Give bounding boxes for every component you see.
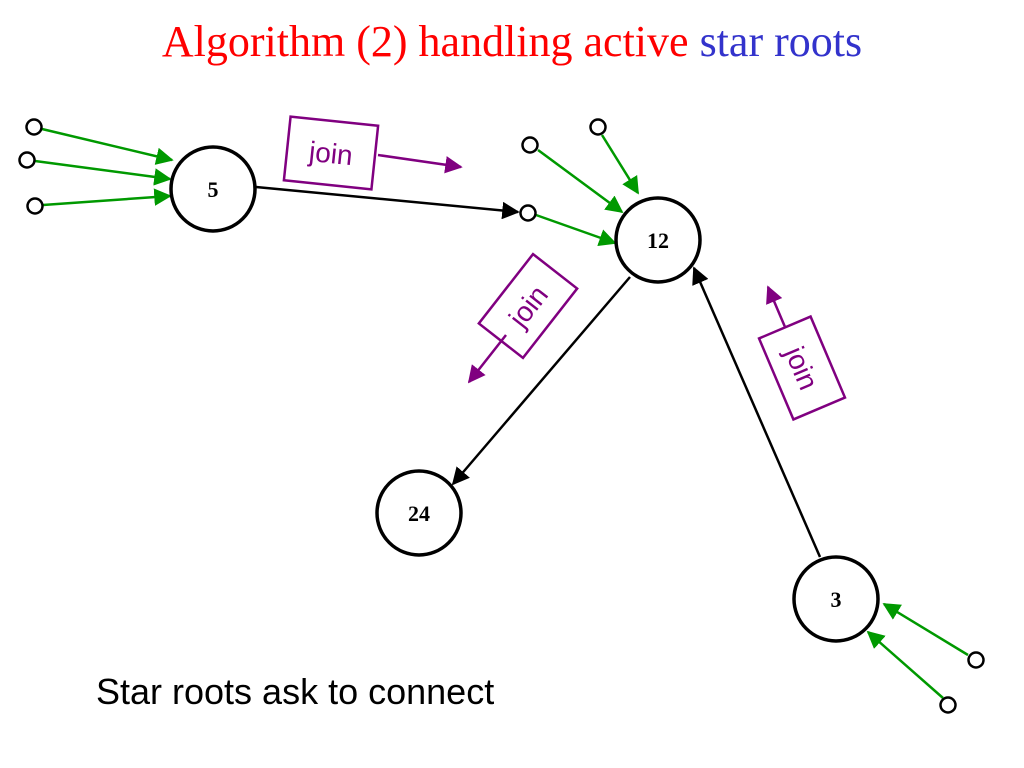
- slide-caption: Star roots ask to connect: [96, 671, 495, 712]
- node-5: 5: [169, 145, 257, 233]
- edge-3-to-12: [692, 266, 822, 558]
- node-circle: [792, 555, 880, 643]
- node-circle: [169, 145, 257, 233]
- join-request-3: join: [757, 285, 847, 422]
- node-3: 3: [792, 555, 880, 643]
- join-arrow: [467, 334, 507, 384]
- node-24: 24: [375, 469, 463, 557]
- edge-12-to-24: [451, 276, 631, 486]
- child-edge: [42, 188, 172, 207]
- leaf-node: [26, 197, 44, 215]
- child-edge: [882, 602, 969, 657]
- title-highlight-text: star roots: [699, 17, 863, 66]
- join-request-2: join: [467, 252, 579, 384]
- child-edge: [866, 630, 944, 699]
- node-5-children: [18, 118, 174, 215]
- child-edge: [600, 134, 640, 195]
- node-3-children: [866, 602, 985, 714]
- child-edge: [34, 159, 172, 186]
- node-label: 5: [208, 177, 219, 202]
- child-edge: [535, 213, 617, 246]
- join-box: [757, 314, 847, 422]
- leaf-node: [589, 118, 607, 136]
- leaf-node: [519, 204, 537, 222]
- node-label: 3: [831, 587, 842, 612]
- join-box: [282, 115, 380, 191]
- node-label: 12: [647, 228, 669, 253]
- node-12-children: [521, 118, 640, 246]
- child-edge: [41, 127, 174, 165]
- join-request-1: join: [282, 115, 463, 191]
- leaf-node: [967, 651, 985, 669]
- leaf-node: [521, 136, 539, 154]
- node-12: 12: [614, 196, 702, 284]
- title-main-text: Algorithm (2) handling active: [161, 17, 700, 66]
- leaf-node: [18, 151, 36, 169]
- leaf-node: [939, 696, 957, 714]
- join-arrow: [377, 153, 463, 174]
- child-edge: [537, 148, 624, 214]
- slide-title: Algorithm (2) handling active star roots: [0, 12, 1024, 72]
- node-circle: [614, 196, 702, 284]
- edge-5-to-leaf: [255, 185, 520, 220]
- node-circle: [375, 469, 463, 557]
- node-label: 24: [408, 501, 430, 526]
- join-arrow: [766, 285, 787, 328]
- leaf-node: [25, 118, 43, 136]
- join-label: join: [307, 136, 355, 171]
